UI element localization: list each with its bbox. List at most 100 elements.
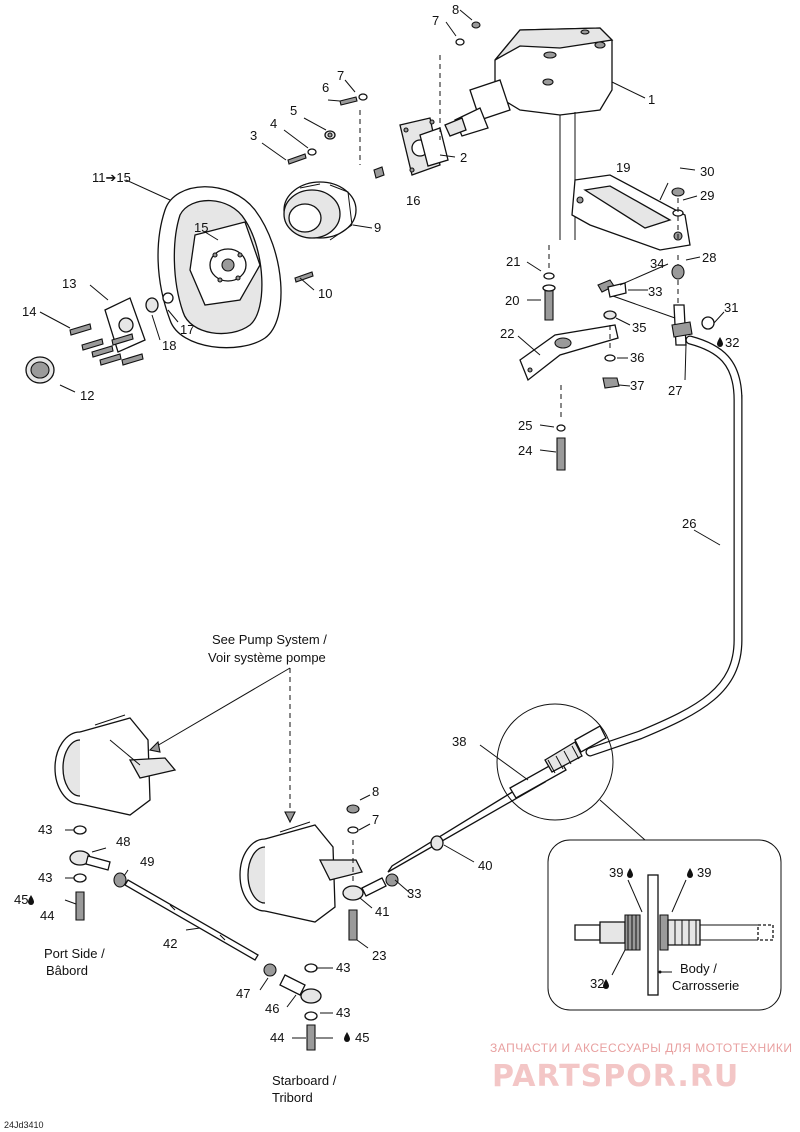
drop-icon — [717, 337, 723, 347]
port-fasteners — [69, 825, 127, 921]
label-7b: 7 — [432, 13, 439, 28]
label-1: 1 — [648, 92, 655, 107]
diagram-code: 24Jd3410 — [4, 1120, 44, 1130]
label-22: 22 — [500, 326, 514, 341]
watermark: ЗАПЧАСТИ И АКСЕССУАРЫ ДЛЯ МОТОТЕХНИКИ PA… — [490, 1041, 792, 1094]
label-47: 47 — [236, 986, 250, 1001]
flange-16 — [419, 127, 449, 167]
tie-rod — [124, 879, 259, 961]
label-45b: 45 — [355, 1030, 369, 1045]
label-37: 37 — [630, 378, 644, 393]
label-5: 5 — [290, 103, 297, 118]
washers-17-18 — [145, 292, 174, 313]
pump-note-line2: Voir système pompe — [208, 650, 326, 665]
label-42: 42 — [163, 936, 177, 951]
spacer-28 — [671, 255, 685, 280]
label-44a: 44 — [40, 908, 54, 923]
label-28: 28 — [702, 250, 716, 265]
helm-housing — [444, 27, 614, 240]
label-49: 49 — [140, 854, 154, 869]
starboard-note-line1: Starboard / — [272, 1073, 337, 1088]
label-33: 33 — [648, 284, 662, 299]
screws-3-4-5 — [287, 130, 336, 165]
label-8b: 8 — [372, 784, 379, 799]
label-3: 3 — [250, 128, 257, 143]
label-39b: 39 — [697, 865, 711, 880]
body-note-line1: Body / — [680, 961, 717, 976]
label-44b: 44 — [270, 1030, 284, 1045]
port-note-line2: Bâbord — [46, 963, 88, 978]
label-40: 40 — [478, 858, 492, 873]
label-19: 19 — [616, 160, 630, 175]
label-35: 35 — [632, 320, 646, 335]
label-43a: 43 — [38, 822, 52, 837]
watermark-line2: PARTSPOR.RU — [492, 1059, 739, 1094]
label-26: 26 — [682, 516, 696, 531]
label-11-15: 11➔15 — [92, 170, 131, 185]
parts-34-35-36-37 — [597, 279, 627, 389]
bolt-24 — [556, 385, 566, 471]
label-6: 6 — [322, 80, 329, 95]
label-10: 10 — [318, 286, 332, 301]
label-2: 2 — [460, 150, 467, 165]
label-36: 36 — [630, 350, 644, 365]
cable-rod — [387, 725, 607, 873]
part-numbers: 1 2 3 4 5 6 7 7 8 9 10 11➔15 12 13 14 15… — [14, 2, 739, 1045]
label-32: 32 — [725, 335, 739, 350]
pump-reference-lines — [148, 667, 296, 824]
label-16: 16 — [406, 193, 420, 208]
label-24: 24 — [518, 443, 532, 458]
label-34: 34 — [650, 256, 664, 271]
label-18: 18 — [162, 338, 176, 353]
bolt-20 — [542, 245, 556, 321]
label-45a: 45 — [14, 892, 28, 907]
adhesive-drop-icons — [28, 337, 723, 1042]
wheel-adaptor — [69, 297, 146, 366]
steering-hub — [283, 181, 357, 241]
starboard-fasteners — [263, 804, 399, 1051]
label-9: 9 — [374, 220, 381, 235]
pump-note-line1: See Pump System / — [212, 632, 327, 647]
key-16 — [373, 166, 385, 179]
port-nozzle — [54, 714, 177, 816]
label-8a: 8 — [452, 2, 459, 17]
label-30: 30 — [700, 164, 714, 179]
watermark-line1: ЗАПЧАСТИ И АКСЕССУАРЫ ДЛЯ МОТОТЕХНИКИ — [490, 1041, 792, 1055]
leader-lines — [39, 9, 725, 1039]
label-7a: 7 — [337, 68, 344, 83]
detail-callout — [496, 703, 782, 1011]
label-43d: 43 — [336, 1005, 350, 1020]
label-23: 23 — [372, 948, 386, 963]
label-46: 46 — [265, 1001, 279, 1016]
label-29: 29 — [700, 188, 714, 203]
drop-icon — [28, 895, 34, 905]
steering-cable — [585, 335, 743, 757]
drop-icon — [627, 868, 633, 878]
upper-fasteners — [339, 21, 481, 165]
starboard-nozzle — [239, 821, 363, 923]
steering-wheel — [157, 186, 282, 349]
label-48: 48 — [116, 834, 130, 849]
label-20: 20 — [505, 293, 519, 308]
drop-icon — [687, 868, 693, 878]
label-12: 12 — [80, 388, 94, 403]
upper-bracket — [571, 174, 691, 251]
drop-icon — [603, 979, 609, 989]
screw-10 — [294, 271, 314, 283]
label-43c: 43 — [336, 960, 350, 975]
label-41: 41 — [375, 904, 389, 919]
port-note-line1: Port Side / — [44, 946, 105, 961]
label-13: 13 — [62, 276, 76, 291]
label-31: 31 — [724, 300, 738, 315]
label-4: 4 — [270, 116, 277, 131]
label-27: 27 — [668, 383, 682, 398]
label-38: 38 — [452, 734, 466, 749]
label-25: 25 — [518, 418, 532, 433]
center-cap — [25, 356, 55, 384]
body-note-line2: Carrosserie — [672, 978, 739, 993]
label-17: 17 — [180, 322, 194, 337]
drop-icon — [344, 1032, 350, 1042]
label-39a: 39 — [609, 865, 623, 880]
label-43b: 43 — [38, 870, 52, 885]
notes: See Pump System / Voir système pompe Por… — [44, 632, 739, 1105]
